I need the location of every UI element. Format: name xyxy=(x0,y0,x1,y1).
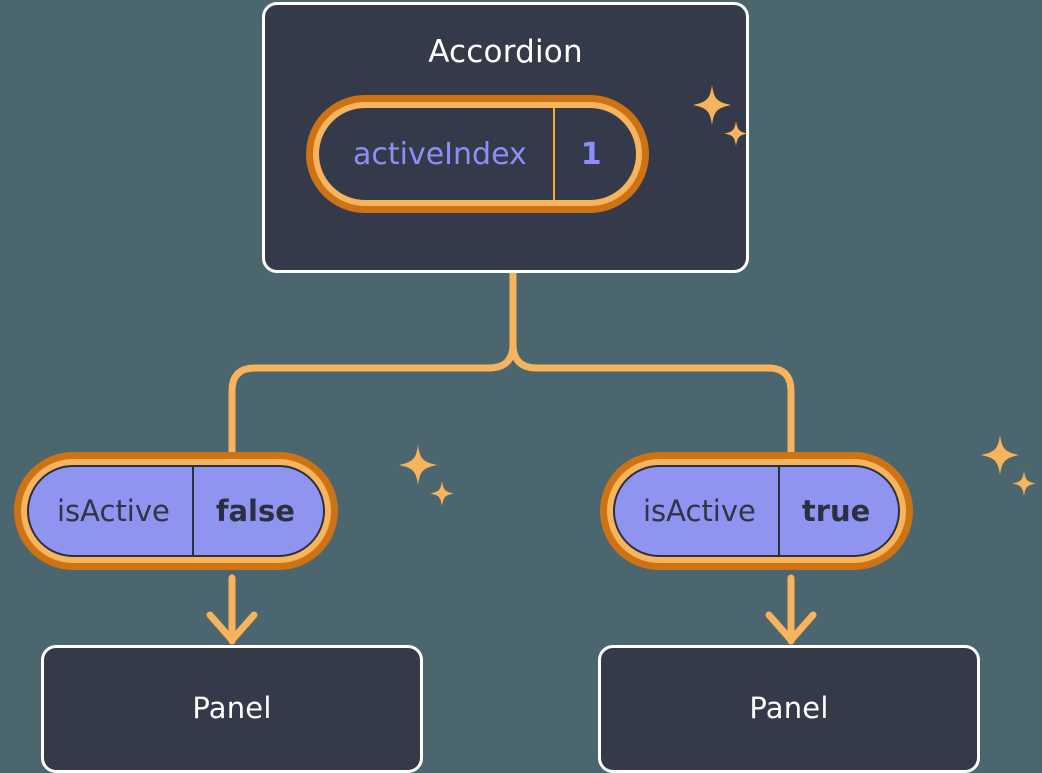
state-pill-active-index[interactable]: activeIndex 1 xyxy=(306,95,649,213)
pill-outer-ring: isActive false xyxy=(14,452,338,570)
state-pill-is-active-false[interactable]: isActive false xyxy=(14,452,338,570)
page-title: Accordion xyxy=(428,34,583,70)
sparkles-group-left xyxy=(399,445,454,506)
state-value: 1 xyxy=(580,136,602,172)
state-key: isActive xyxy=(29,467,194,555)
pill-body: isActive false xyxy=(27,465,325,557)
arrow-down-icon-left xyxy=(206,611,258,644)
pill-body: isActive true xyxy=(613,465,901,557)
component-card-panel-left[interactable]: Panel xyxy=(41,645,423,773)
panel-title: Panel xyxy=(192,691,272,725)
panel-title: Panel xyxy=(749,691,829,725)
sparkle-icon xyxy=(399,445,437,485)
state-value: true xyxy=(801,494,871,528)
state-value: false xyxy=(215,494,295,528)
connector-root-to-left xyxy=(228,268,517,462)
pill-inner-ring: isActive true xyxy=(607,459,907,563)
component-card-panel-right[interactable]: Panel xyxy=(598,645,980,773)
pill-outer-ring: isActive true xyxy=(600,452,914,570)
sparkle-small-icon xyxy=(1012,471,1036,496)
pill-outer-ring: activeIndex 1 xyxy=(306,95,649,213)
state-key: isActive xyxy=(615,467,780,555)
sparkles-group-right xyxy=(981,435,1036,496)
arrow-down-icon-right xyxy=(765,611,817,644)
pill-inner-ring: activeIndex 1 xyxy=(313,102,642,206)
state-pill-is-active-true[interactable]: isActive true xyxy=(600,452,914,570)
connector-root-to-right xyxy=(509,268,795,462)
pill-inner-ring: isActive false xyxy=(21,459,331,563)
sparkle-icon xyxy=(981,435,1019,475)
sparkle-small-icon xyxy=(430,481,454,506)
pill-body: activeIndex 1 xyxy=(319,108,636,200)
state-key: activeIndex xyxy=(319,108,555,200)
